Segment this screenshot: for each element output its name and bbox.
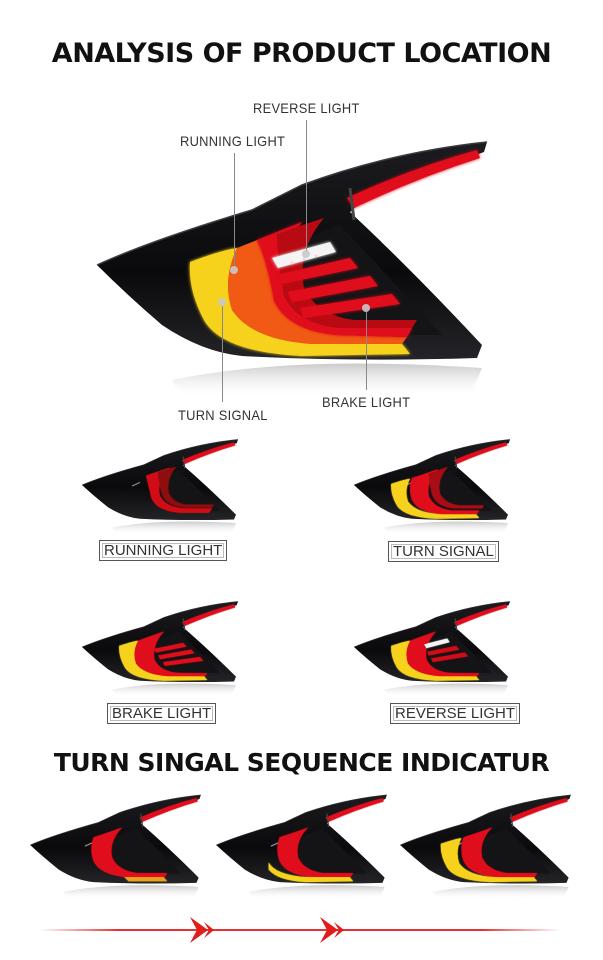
callout-reverse-light: REVERSE LIGHT [253, 100, 360, 116]
callout-running-light: RUNNING LIGHT [180, 133, 286, 149]
leader-line-running [234, 153, 235, 269]
mode-reverse-light [352, 597, 512, 697]
tail-lamp-reverse-icon [352, 597, 512, 697]
leader-line-reverse [306, 120, 307, 252]
main-lamp-diagram [92, 130, 492, 400]
marker-dot-brake [362, 304, 370, 312]
page-title: ANALYSIS OF PRODUCT LOCATION [51, 38, 552, 69]
marker-dot-reverse [302, 250, 310, 258]
callout-brake-light: BRAKE LIGHT [322, 394, 411, 410]
sequence-step-1 [28, 790, 203, 900]
tail-lamp-illustration [92, 130, 492, 400]
double-chevron-right-icon [320, 917, 344, 943]
tail-lamp-sequence-1-icon [28, 790, 203, 900]
mode-label-reverse-light: REVERSE LIGHT [390, 703, 521, 724]
mode-label-running-light: RUNNING LIGHT [99, 540, 228, 561]
sequence-arrow-line [40, 915, 560, 945]
tail-lamp-sequence-2-icon [214, 790, 389, 900]
sequence-title: TURN SINGAL SEQUENCE INDICATUR [53, 748, 550, 777]
leader-line-brake [366, 312, 367, 390]
mode-label-brake-light: BRAKE LIGHT [107, 703, 217, 724]
marker-dot-turn [218, 298, 226, 306]
tail-lamp-brake-icon [80, 597, 240, 697]
tail-lamp-sequence-3-icon [398, 790, 573, 900]
sequence-step-2 [214, 790, 389, 900]
tail-lamp-turn-icon [352, 435, 512, 535]
mode-brake-light [80, 597, 240, 697]
sequence-step-3 [398, 790, 573, 900]
mode-turn-signal [352, 435, 512, 535]
callout-turn-signal: TURN SIGNAL [178, 407, 268, 423]
double-chevron-right-icon [190, 917, 214, 943]
mode-running-light [80, 435, 240, 535]
leader-line-turn [222, 306, 223, 402]
marker-dot-running [230, 266, 238, 274]
mode-label-turn-signal: TURN SIGNAL [388, 541, 499, 562]
tail-lamp-running-icon [80, 435, 240, 535]
